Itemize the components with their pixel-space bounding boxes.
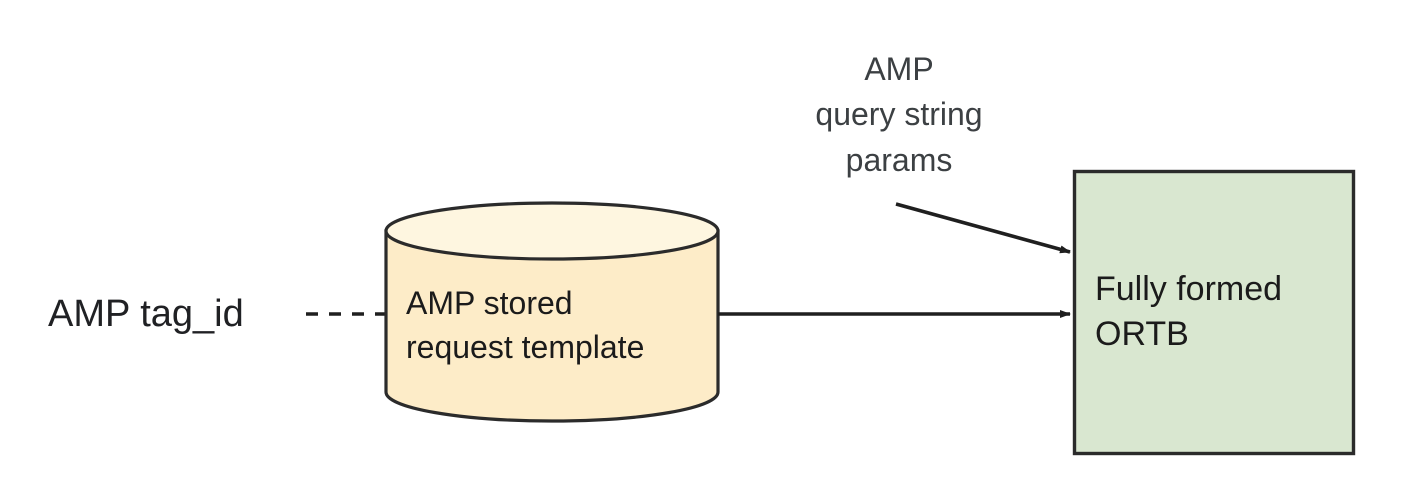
label-amp-tag-id: AMP tag_id (48, 293, 244, 335)
green-box-label: Fully formed ORTB (1095, 267, 1345, 357)
cylinder-body (384, 229, 720, 423)
cylinder-top-ellipse (384, 201, 720, 261)
cylinder-label: AMP stored request template (406, 281, 716, 369)
annotation-line-1: AMP (864, 51, 934, 87)
green-box-fully-formed-ortb (1072, 169, 1356, 456)
annotation-amp-query-string-params: AMP query string params (783, 47, 1015, 183)
cylinder-label-line-2: request template (406, 329, 645, 366)
green-box-label-line-1: Fully formed (1095, 270, 1283, 308)
green-box-label-line-2: ORTB (1095, 315, 1189, 354)
solid-arrow-params-to-ortb (895, 202, 1071, 254)
annotation-line-3: params (845, 141, 953, 178)
cylinder-label-line-1: AMP stored (406, 285, 573, 321)
annotation-line-2: query string (815, 96, 983, 133)
